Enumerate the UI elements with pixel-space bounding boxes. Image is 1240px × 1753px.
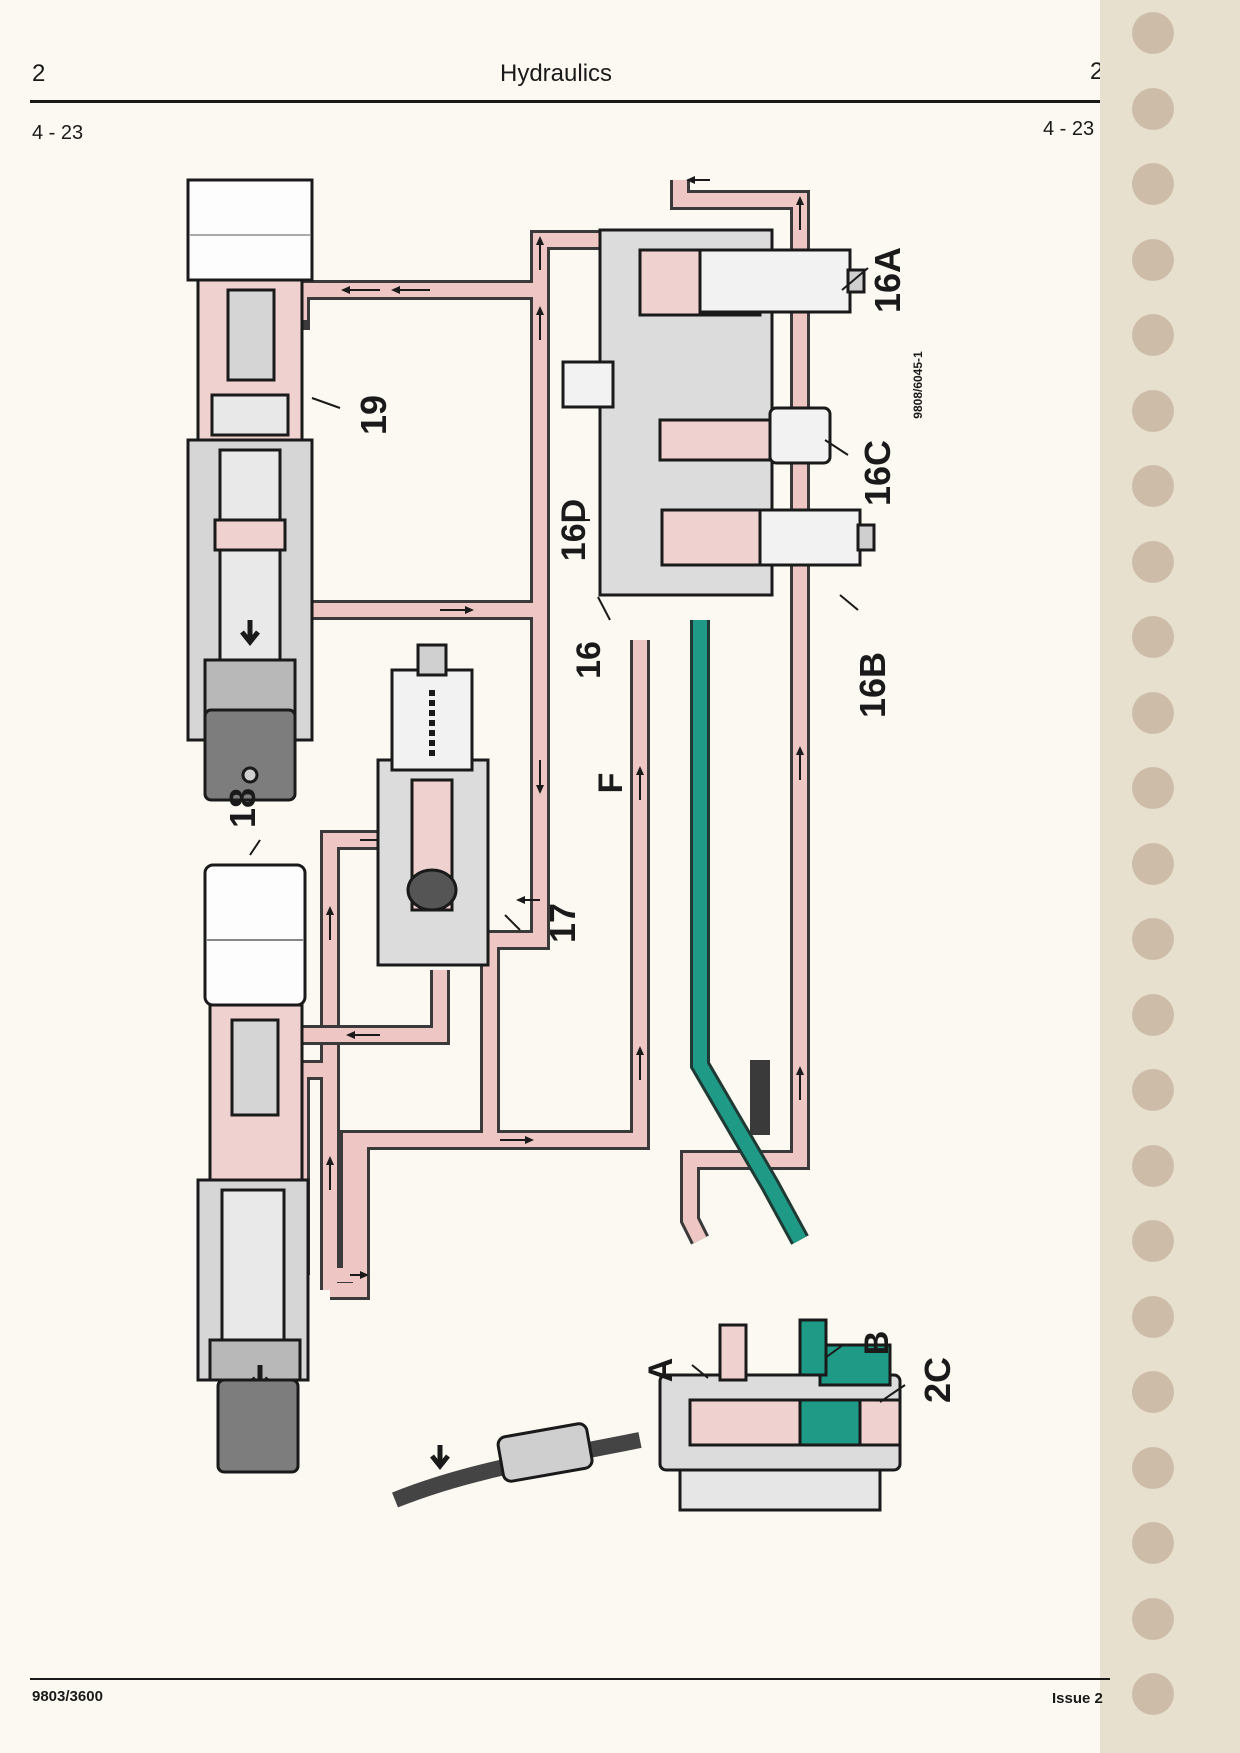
binder-hole: [1132, 314, 1174, 356]
binder-hole: [1132, 1522, 1174, 1564]
page-number-left: 4 - 23: [32, 122, 84, 144]
section-number-left: 2: [32, 60, 46, 87]
binder-hole: [1132, 465, 1174, 507]
callout-leaders: [249, 267, 906, 1403]
binder-hole: [1132, 1220, 1174, 1262]
binder-hole: [1132, 616, 1174, 658]
binder-hole: [1132, 1295, 1174, 1338]
binder-hole: [1132, 691, 1174, 734]
cylinder-19: [186, 178, 314, 802]
cylinder-18: [196, 863, 310, 1474]
label-figure-id: 9808/6045-1: [911, 351, 925, 419]
exhaust-line: [690, 620, 809, 1245]
label-16b: 16B: [852, 652, 893, 718]
diagram-labels: 16A 9808/6045-1 16C 16D 16B 16 19 18 17 …: [222, 247, 958, 1403]
binder-hole: [1132, 842, 1174, 885]
label-19: 19: [353, 395, 394, 435]
binder-hole: [1132, 1673, 1174, 1715]
document-number: 9803/3600: [32, 1688, 103, 1705]
label-f: F: [592, 773, 630, 794]
binder-hole: [1132, 1069, 1174, 1111]
binder-hole-strip: [1100, 0, 1240, 1753]
hydraulic-circuit-diagram: 16A 9808/6045-1 16C 16D 16B 16 19 18 17 …: [186, 176, 958, 1512]
binder-hole: [1132, 1371, 1174, 1413]
label-b: B: [858, 1331, 896, 1356]
valve-17: [376, 643, 490, 967]
binder-hole: [1132, 163, 1174, 205]
label-16c: 16C: [857, 440, 898, 506]
binder-hole: [1132, 918, 1174, 960]
binder-hole: [1132, 389, 1174, 432]
binder-hole: [1132, 993, 1174, 1036]
binder-hole: [1132, 1446, 1174, 1489]
valve-2c: [392, 1318, 902, 1512]
binder-hole: [1132, 540, 1174, 583]
label-18: 18: [222, 788, 263, 828]
page-title: Hydraulics: [500, 60, 613, 87]
valve-block-16: [561, 228, 876, 597]
label-16d: 16D: [555, 499, 593, 561]
footer-rule: [30, 1678, 1110, 1680]
binder-hole: [1132, 238, 1174, 281]
issue-number: Issue 2: [1052, 1690, 1103, 1707]
label-16a: 16A: [867, 247, 908, 313]
label-2c: 2C: [917, 1357, 958, 1403]
binder-hole: [1132, 1144, 1174, 1187]
binder-hole: [1132, 1597, 1174, 1640]
binder-hole: [1132, 12, 1174, 54]
header-rule: [30, 100, 1110, 103]
label-16: 16: [570, 641, 608, 679]
binder-hole: [1132, 87, 1174, 130]
page-number-right: 4 - 23: [1043, 118, 1095, 140]
binder-hole: [1132, 767, 1174, 809]
label-a: A: [642, 1358, 680, 1383]
label-17: 17: [542, 903, 583, 943]
